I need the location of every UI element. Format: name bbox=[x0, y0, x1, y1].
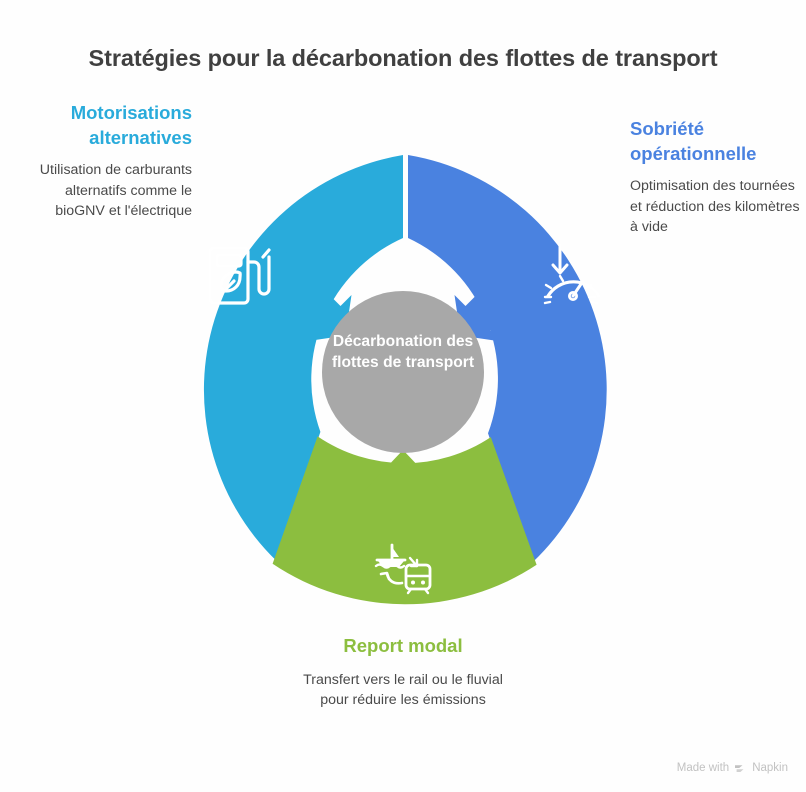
watermark-prefix: Made with bbox=[676, 762, 730, 774]
label-motorisations-alternatives[interactable]: Motorisations alternatives Utilisation d… bbox=[14, 101, 192, 222]
arrow-report-modal bbox=[363, 450, 443, 545]
page-title: Stratégies pour la décarbonation des flo… bbox=[88, 45, 718, 71]
segment-motorisations-alternatives[interactable] bbox=[203, 155, 403, 561]
gauge-down-arrow-icon bbox=[543, 243, 601, 305]
center-hub-circle bbox=[322, 291, 484, 453]
ship-train-icon bbox=[374, 543, 432, 595]
label-heading-report-modal: Report modal bbox=[343, 635, 463, 656]
label-sobriete-operationnelle[interactable]: Sobriété opérationnelle Optimisation des… bbox=[630, 117, 806, 238]
label-description-sobriete-operationnelle: Optimisation des tournées et réduction d… bbox=[630, 178, 800, 236]
label-heading-sobriete-operationnelle: Sobriété opérationnelle bbox=[630, 118, 757, 164]
arrow-sobriete-operationnelle bbox=[454, 252, 544, 342]
napkin-watermark[interactable]: Made with Napkin bbox=[677, 762, 788, 774]
label-heading-motorisations-alternatives: Motorisations alternatives bbox=[70, 102, 192, 148]
segment-sobriete-operationnelle[interactable] bbox=[408, 155, 607, 563]
napkin-logo-icon bbox=[735, 764, 744, 772]
fuel-pump-leaf-icon bbox=[208, 246, 271, 305]
arrow-motorisations-alternatives bbox=[262, 252, 352, 342]
label-description-report-modal: Transfert vers le rail ou le fluvial pou… bbox=[303, 671, 503, 709]
label-description-motorisations-alternatives: Utilisation de carburants alternatifs co… bbox=[39, 162, 192, 220]
watermark-brand: Napkin bbox=[752, 762, 788, 774]
label-report-modal[interactable]: Report modal Transfert vers le rail ou l… bbox=[301, 634, 505, 710]
